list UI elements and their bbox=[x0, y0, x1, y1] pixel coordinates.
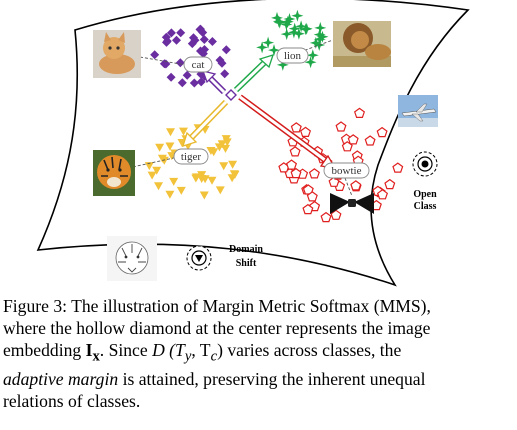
embedding-diamond bbox=[225, 89, 237, 101]
cat-label: cat bbox=[183, 56, 213, 73]
bowtie-connector bbox=[344, 177, 353, 197]
caption-line-3: embedding Ix. Since D (Ty, Tc) varies ac… bbox=[3, 340, 402, 365]
svg-text:lion: lion bbox=[284, 50, 302, 62]
tiger-label: tiger bbox=[173, 148, 209, 165]
domain-shift-label-1: Domain bbox=[229, 244, 263, 255]
arrow-to-lion bbox=[233, 54, 275, 93]
open-class-icon bbox=[412, 151, 438, 177]
tiger-connector bbox=[127, 156, 179, 169]
caption-line-1: Figure 3: The illustration of Margin Met… bbox=[3, 296, 431, 316]
domain-shift-icon bbox=[186, 245, 212, 271]
domain-shift-label-2: Shift bbox=[236, 258, 257, 269]
tiger-sketch bbox=[107, 236, 157, 281]
airplane-photo bbox=[398, 95, 438, 127]
arrow-to-cat bbox=[201, 70, 227, 95]
svg-text:tiger: tiger bbox=[181, 151, 201, 163]
lion-label: lion bbox=[276, 47, 309, 64]
open-class-label-2: Class bbox=[414, 201, 437, 212]
svg-text:bowtie: bowtie bbox=[332, 165, 362, 177]
caption-line-5: relations of classes. bbox=[3, 390, 141, 411]
cat-photo bbox=[93, 30, 141, 78]
figure-caption: Figure 3: The illustration of Margin Met… bbox=[3, 295, 515, 412]
bowtie-point bbox=[392, 162, 404, 173]
cat-connector bbox=[139, 56, 187, 66]
svg-text:cat: cat bbox=[192, 59, 205, 71]
manifold-sheet bbox=[36, 0, 470, 287]
bowtie-photo bbox=[330, 193, 374, 214]
caption-line-2: where the hollow diamond at the center r… bbox=[3, 318, 431, 338]
caption-line-4: adaptive margin is attained, preserving … bbox=[3, 368, 426, 389]
arrow-to-tiger bbox=[182, 99, 229, 147]
mms-figure: cat lion tiger bowtie bbox=[36, 0, 470, 287]
lion-photo bbox=[333, 21, 391, 67]
tiger-photo bbox=[93, 150, 135, 196]
bowtie-label: bowtie bbox=[323, 162, 370, 179]
open-class-label-1: Open bbox=[413, 189, 437, 200]
bowtie-point bbox=[384, 179, 396, 190]
